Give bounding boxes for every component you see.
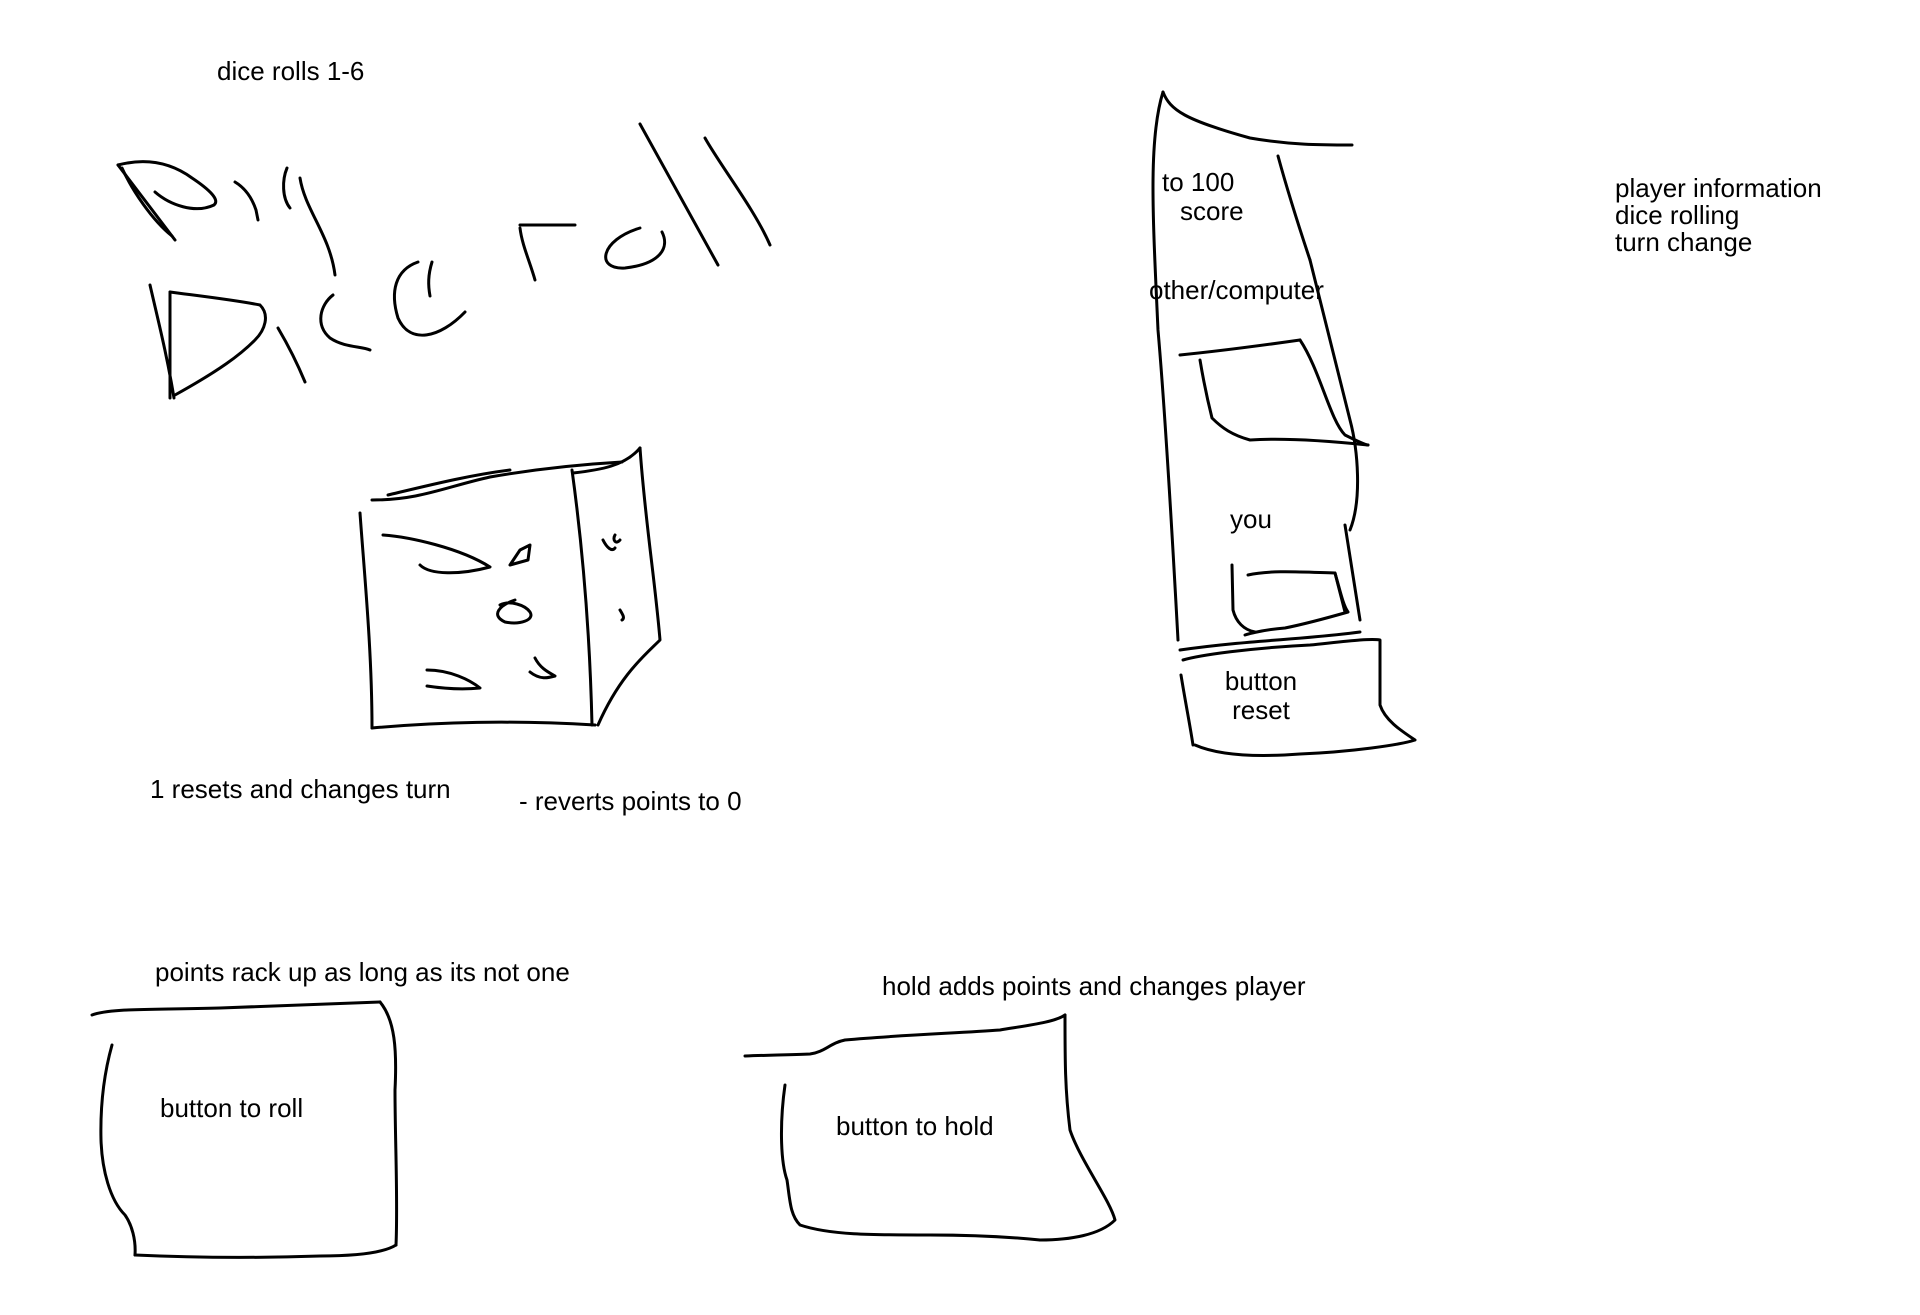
note-reverts-points: - reverts points to 0 (519, 786, 742, 816)
reset-button-outline (1179, 637, 1417, 757)
hold-button-label: button to hold (836, 1111, 994, 1141)
reset-button-label-line1: button (1224, 666, 1298, 696)
scoreboard-opponent-label: other/computer (1149, 275, 1324, 305)
scoreboard-score-label: score (1180, 196, 1244, 226)
scoreboard-you-label: you (1230, 504, 1272, 534)
scoreboard-outline (1151, 90, 1370, 652)
hold-button-outline (743, 1013, 1117, 1242)
note-dice-rolling: dice rolling (1615, 200, 1740, 230)
note-points-rack-up: points rack up as long as its not one (155, 957, 570, 987)
scoreboard-target-label: to 100 (1162, 167, 1235, 197)
die-icon (358, 446, 662, 730)
note-turn-change: turn change (1615, 227, 1753, 257)
roll-button-outline (90, 1000, 399, 1259)
note-player-information: player information (1615, 173, 1822, 203)
handwritten-title (116, 122, 772, 400)
roll-button[interactable]: button to roll (100, 1006, 397, 1256)
reset-button-label-line2: reset (1232, 695, 1290, 725)
hold-button[interactable]: button to hold (782, 1030, 1116, 1240)
reset-button[interactable]: button reset (1185, 650, 1410, 750)
note-dice-rolls: dice rolls 1-6 (217, 56, 365, 86)
roll-button-label: button to roll (160, 1093, 304, 1123)
note-resets-turn: 1 resets and changes turn (150, 774, 451, 804)
note-hold-adds: hold adds points and changes player (882, 971, 1306, 1001)
